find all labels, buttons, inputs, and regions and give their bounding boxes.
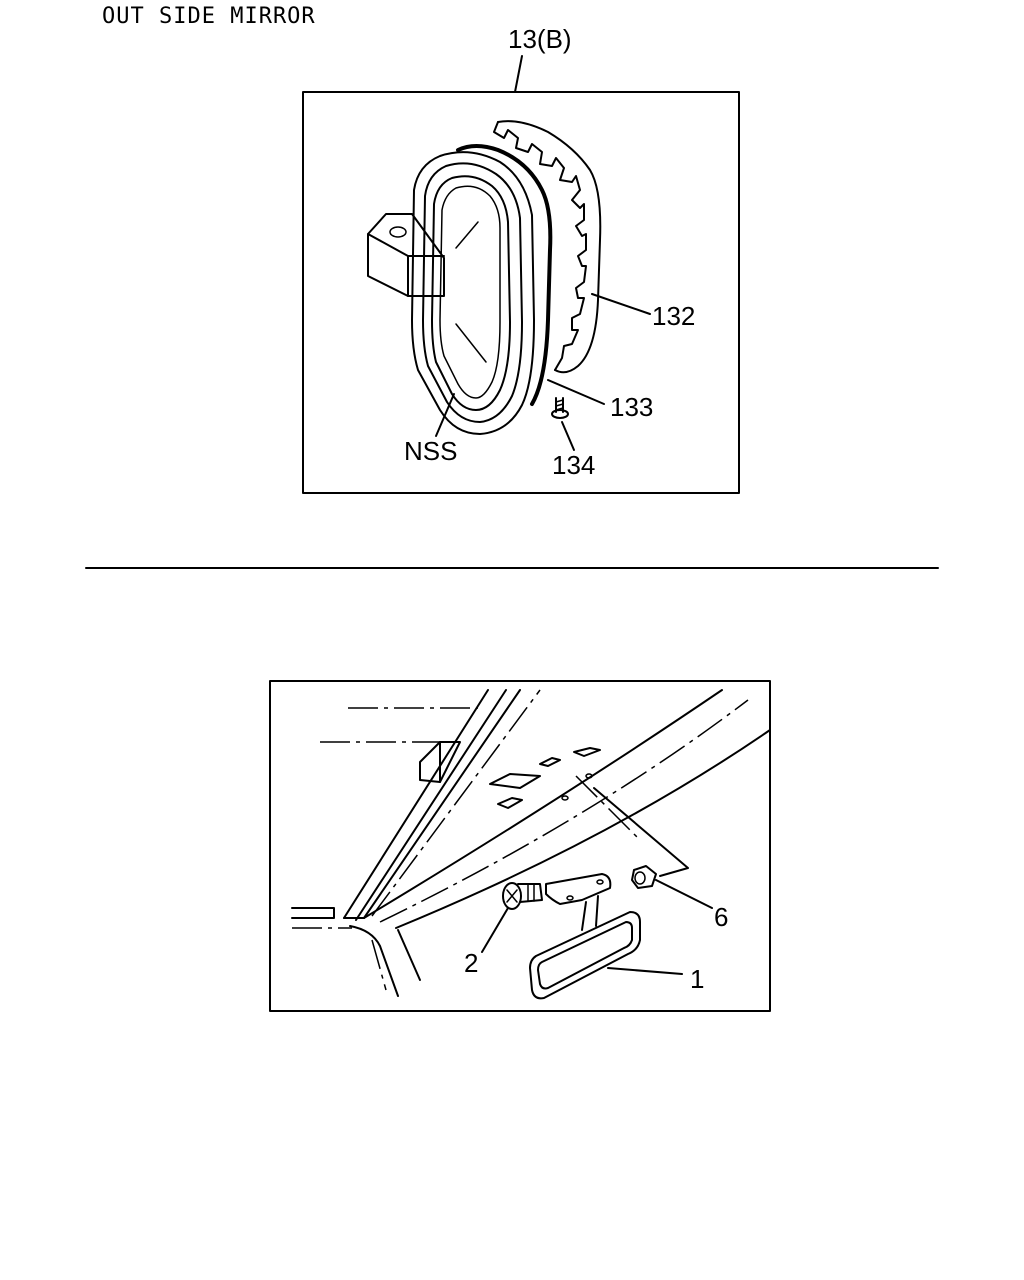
outer-seal-132 (493, 120, 602, 374)
bottom-diagram-frame (269, 680, 771, 1012)
page-title: OUT SIDE MIRROR (102, 4, 316, 29)
top-diagram-frame (302, 91, 740, 494)
callout-2: 2 (464, 948, 478, 978)
callout-nss: NSS (404, 436, 457, 466)
leader-nss (435, 393, 455, 437)
leader-134 (561, 421, 575, 451)
roof-structure (291, 689, 771, 997)
inner-seal-133 (456, 144, 553, 406)
screw-134 (551, 397, 569, 419)
leader-6 (655, 879, 713, 909)
leader-1 (607, 967, 683, 975)
leader-133 (547, 379, 605, 405)
group-label: 13(B) (508, 24, 572, 54)
rear-view-mirror-1 (529, 873, 641, 1000)
clip-6 (631, 865, 657, 889)
leader-132 (591, 293, 651, 315)
callout-133: 133 (610, 392, 653, 422)
callout-6: 6 (714, 902, 728, 932)
mirror-body-nss (411, 151, 535, 435)
leader-2 (481, 907, 509, 953)
callout-132: 132 (652, 301, 695, 331)
callout-134: 134 (552, 450, 595, 480)
group-leader-line (514, 55, 523, 93)
callout-1: 1 (690, 964, 704, 994)
screw-2 (502, 882, 543, 910)
mirror-mount-block (367, 213, 445, 297)
